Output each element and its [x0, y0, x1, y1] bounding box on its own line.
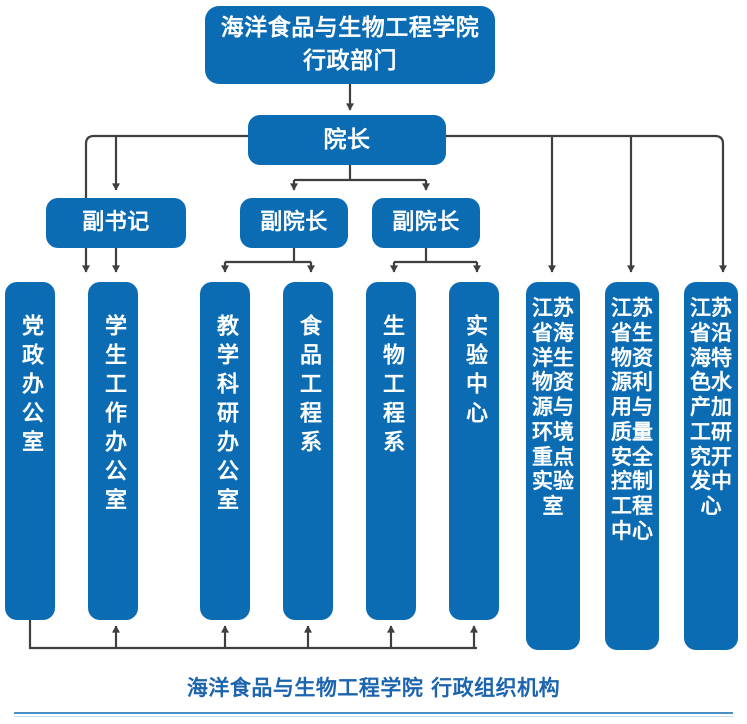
- node-vice-dean-1[interactable]: 副院长: [240, 198, 348, 248]
- node-root-line2: 行政部门: [303, 48, 397, 74]
- department-label: 江苏省生物资源利用与质量安全控制工程中心: [611, 296, 653, 543]
- department-label: 江苏省沿海特色水产加工研究开发中心: [690, 296, 732, 519]
- node-department-8[interactable]: 江苏省沿海特色水产加工研究开发中心: [684, 282, 738, 650]
- department-label: 学生工作办公室: [101, 314, 126, 517]
- node-department-5[interactable]: 实验中心: [449, 282, 499, 620]
- node-department-3[interactable]: 食品工程系: [283, 282, 333, 620]
- node-department-1[interactable]: 学生工作办公室: [88, 282, 138, 620]
- department-label: 生物工程系: [379, 314, 404, 459]
- node-vice-secretary[interactable]: 副书记: [46, 198, 186, 248]
- department-label: 党政办公室: [18, 314, 43, 459]
- caption-rule-secondary: [14, 716, 733, 717]
- node-department-7[interactable]: 江苏省生物资源利用与质量安全控制工程中心: [605, 282, 659, 650]
- department-label: 实验中心: [462, 314, 487, 430]
- caption-rule: [14, 712, 733, 714]
- department-label: 江苏省海洋生物资源与环境重点实验室: [532, 296, 574, 519]
- node-department-2[interactable]: 教学科研办公室: [200, 282, 250, 620]
- node-vice-dean-2[interactable]: 副院长: [372, 198, 480, 248]
- node-department-4[interactable]: 生物工程系: [366, 282, 416, 620]
- node-department-0[interactable]: 党政办公室: [5, 282, 55, 620]
- node-root-line1: 海洋食品与生物工程学院: [220, 14, 480, 41]
- node-dean[interactable]: 院长: [248, 115, 446, 165]
- department-label: 教学科研办公室: [213, 314, 238, 517]
- department-label: 食品工程系: [296, 314, 321, 459]
- node-department-6[interactable]: 江苏省海洋生物资源与环境重点实验室: [526, 282, 580, 650]
- node-root[interactable]: 海洋食品与生物工程学院 行政部门: [205, 6, 495, 84]
- chart-caption: 海洋食品与生物工程学院 行政组织机构: [186, 676, 561, 700]
